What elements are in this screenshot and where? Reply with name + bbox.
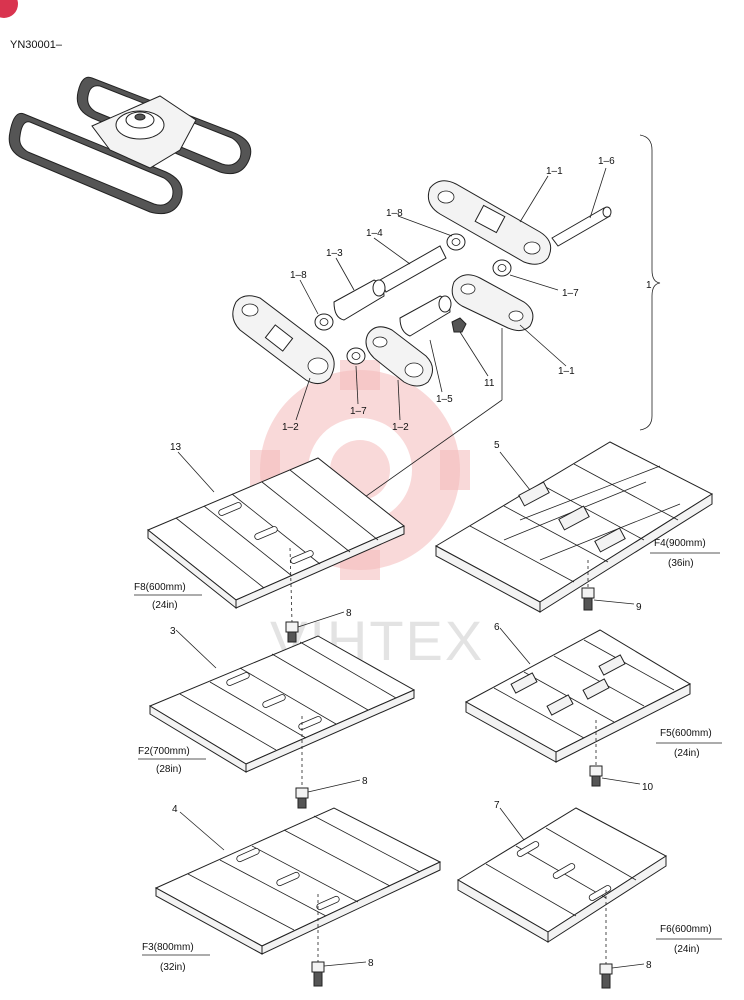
bushing-1-4 (379, 245, 447, 293)
leader-9 (593, 599, 635, 605)
f3-metric-label: F3(800mm) (142, 942, 194, 953)
seal-1-7-lower (346, 347, 366, 365)
leader-3 (175, 629, 217, 669)
callout-9: 9 (636, 602, 642, 613)
leader-4 (179, 811, 225, 851)
bushing-1-5 (399, 295, 452, 337)
leader-6 (499, 627, 531, 665)
callout-10: 10 (642, 782, 654, 793)
callout-1: 1 (646, 280, 652, 291)
f3-imperial-label: (32in) (160, 962, 186, 973)
bolt-10 (589, 765, 603, 787)
f5-imperial-label: (24in) (674, 748, 700, 759)
seal-1-8-upper (446, 233, 466, 251)
track-shoe-f5 (464, 629, 692, 763)
callout-1-2-left: 1–2 (282, 422, 299, 433)
leader-5 (499, 451, 531, 491)
f2-imperial-label: (28in) (156, 764, 182, 775)
callout-4: 4 (172, 804, 178, 815)
callout-1-6: 1–6 (598, 156, 615, 167)
callout-1-4: 1–4 (366, 228, 383, 239)
document-code: YN30001– (10, 39, 63, 51)
bolt-axis-f8 (289, 547, 293, 623)
callout-1-8-upper: 1–8 (386, 208, 403, 219)
f6-metric-label: F6(600mm) (660, 924, 712, 935)
seal-1-7-upper (492, 259, 512, 277)
track-shoe-f2 (148, 635, 416, 773)
track-link-lower-left (232, 295, 335, 384)
callout-8-f6: 8 (646, 960, 652, 971)
bolt-8-f6 (599, 963, 613, 989)
bolt-9 (581, 587, 595, 611)
f4-imperial-label: (36in) (668, 558, 694, 569)
bolt-8-f3 (311, 961, 325, 987)
leader-8-f8 (297, 611, 345, 628)
bolt-8-f8 (285, 621, 299, 643)
callout-1-5: 1–5 (436, 394, 453, 405)
callout-8-f2: 8 (362, 776, 368, 787)
pin-1-6 (551, 206, 612, 247)
callout-1-8-lower: 1–8 (290, 270, 307, 281)
callout-8-f8: 8 (346, 608, 352, 619)
track-shoe-f6 (457, 807, 667, 943)
callout-8-f3: 8 (368, 958, 374, 969)
callout-3: 3 (170, 626, 176, 637)
callout-5: 5 (494, 440, 500, 451)
f4-metric-label: F4(900mm) (654, 538, 706, 549)
track-shoe-f3 (154, 807, 442, 955)
bushing-1-3 (333, 279, 386, 321)
callout-1-1-upper: 1–1 (546, 166, 563, 177)
bolt-8-f2 (295, 787, 309, 809)
leader-8-f2 (307, 779, 361, 793)
callout-6: 6 (494, 622, 500, 633)
corner-badge (0, 0, 18, 18)
leader-13 (177, 451, 215, 493)
callout-11: 11 (484, 378, 495, 389)
group-bracket (639, 134, 661, 431)
leader-10 (601, 777, 641, 785)
f6-imperial-label: (24in) (674, 944, 700, 955)
track-link-upper-right (427, 180, 552, 265)
callout-1-7-lower: 1–7 (350, 406, 367, 417)
callout-13: 13 (170, 442, 182, 453)
leader-8-f3 (323, 961, 367, 967)
f8-imperial-label: (24in) (152, 600, 178, 611)
nut-11 (451, 317, 467, 333)
callout-1-2-middle: 1–2 (392, 422, 409, 433)
leader-7 (499, 807, 525, 841)
callout-1-7-upper: 1–7 (562, 288, 579, 299)
leader-8-f6 (611, 963, 645, 969)
undercarriage-illustration (8, 76, 252, 215)
seal-1-8-lower (314, 313, 334, 331)
f2-metric-label: F2(700mm) (138, 746, 190, 757)
track-link-middle (365, 326, 433, 387)
callout-7: 7 (494, 800, 500, 811)
callout-1-3: 1–3 (326, 248, 343, 259)
f8-metric-label: F8(600mm) (134, 582, 186, 593)
callout-1-1-lower: 1–1 (558, 366, 575, 377)
track-shoe-f4 (434, 441, 714, 613)
f5-metric-label: F5(600mm) (660, 728, 712, 739)
track-link-lower-right (451, 274, 534, 332)
track-shoe-f8 (147, 457, 405, 610)
